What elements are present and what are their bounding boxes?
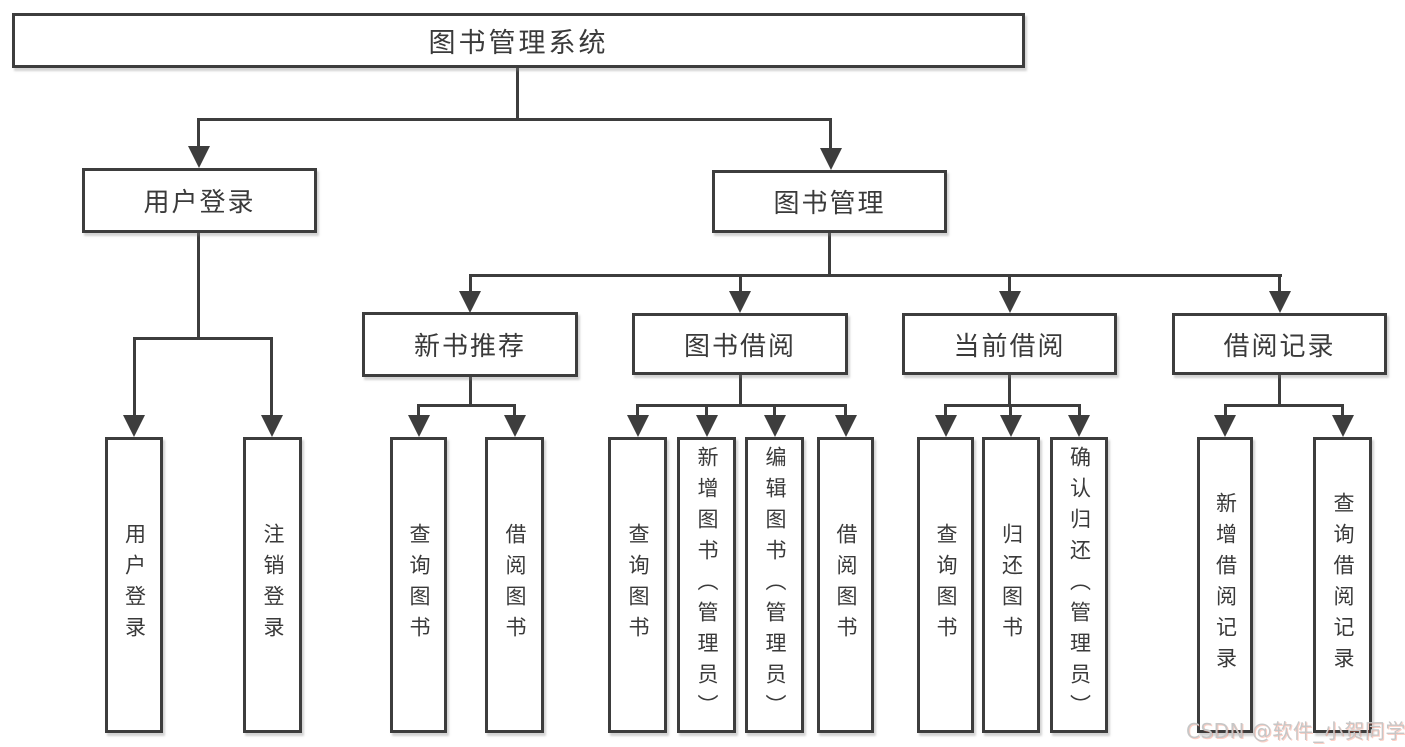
arrow-leaf-return-book-icon	[1000, 415, 1022, 437]
arrow-leaf-query-record-icon	[1332, 415, 1354, 437]
edge-to-leaf-user-login	[133, 337, 136, 419]
node-book-borrow: 图书借阅	[632, 313, 848, 375]
edge-to-leaf-edit-book	[773, 404, 776, 420]
leaf-add-borrow-record-label: 新增借阅记录	[1213, 492, 1238, 678]
leaf-borrow-books-borrow: 借阅图书	[817, 437, 874, 733]
edge-new-rec-vertical	[469, 376, 472, 406]
leaf-logout-label: 注销登录	[261, 523, 285, 647]
edge-to-leaf-return-book	[1009, 404, 1012, 420]
leaf-query-borrow-record: 查询借阅记录	[1313, 437, 1372, 733]
leaf-return-book-label: 归还图书	[999, 523, 1024, 647]
edge-to-leaf-query-current	[944, 404, 947, 420]
leaf-edit-book-admin-label: 编辑图书（管理员）	[763, 445, 787, 725]
arrow-user-login-icon	[188, 146, 210, 168]
edge-to-leaf-add-record	[1224, 404, 1227, 420]
leaf-query-books-current-label: 查询图书	[934, 523, 958, 647]
arrow-leaf-add-book-icon	[696, 415, 718, 437]
edge-current-borrow-vertical	[1008, 375, 1011, 406]
edge-to-leaf-query-newrec	[417, 404, 420, 420]
edge-new-rec-horizontal	[417, 404, 516, 407]
leaf-edit-book-admin: 编辑图书（管理员）	[745, 437, 804, 733]
edge-to-leaf-borrow-newrec	[513, 404, 516, 420]
leaf-query-books-borrow-label: 查询图书	[626, 523, 650, 647]
edge-to-book-borrow	[739, 274, 742, 292]
leaf-confirm-return-admin-label: 确认归还（管理员）	[1067, 445, 1092, 725]
arrow-borrow-records-icon	[1269, 291, 1291, 313]
edge-to-leaf-query-borrow	[636, 404, 639, 420]
node-current-borrow: 当前借阅	[902, 313, 1117, 375]
node-book-mgmt: 图书管理	[712, 170, 947, 233]
edge-root-vertical	[516, 68, 519, 120]
arrow-book-mgmt-icon	[820, 148, 842, 170]
edge-book-mgmt-horizontal	[469, 274, 1282, 277]
edge-user-login-vertical	[197, 233, 200, 340]
arrow-leaf-query-borrow-icon	[627, 415, 649, 437]
arrow-new-rec-icon	[459, 291, 481, 313]
csdn-watermark: CSDN @软件_小贺同学	[1186, 719, 1405, 743]
edge-to-book-mgmt	[829, 118, 832, 152]
leaf-logout: 注销登录	[243, 437, 302, 733]
node-new-rec: 新书推荐	[362, 312, 578, 377]
arrow-leaf-borrow-newrec-icon	[504, 415, 526, 437]
edge-to-borrow-records	[1278, 274, 1281, 292]
edge-to-current-borrow	[1008, 274, 1011, 292]
edge-borrow-records-vertical	[1278, 375, 1281, 406]
node-borrow-records-label: 借阅记录	[1223, 331, 1336, 362]
arrow-leaf-query-current-icon	[935, 415, 957, 437]
edge-to-leaf-add-book	[705, 404, 708, 420]
leaf-add-book-admin-label: 新增图书（管理员）	[695, 445, 719, 725]
leaf-query-books-current: 查询图书	[917, 437, 974, 733]
edge-borrow-records-horizontal	[1224, 404, 1344, 407]
edge-user-login-horizontal	[133, 337, 273, 340]
leaf-add-borrow-record: 新增借阅记录	[1197, 437, 1253, 733]
node-root: 图书管理系统	[12, 13, 1025, 68]
leaf-query-borrow-record-label: 查询借阅记录	[1331, 492, 1355, 678]
arrow-leaf-add-record-icon	[1214, 415, 1236, 437]
node-book-borrow-label: 图书借阅	[683, 331, 796, 362]
edge-book-borrow-horizontal	[636, 404, 847, 407]
node-new-rec-label: 新书推荐	[413, 332, 526, 362]
leaf-query-books-newrec: 查询图书	[390, 437, 447, 733]
edge-to-user-login	[197, 118, 200, 152]
edge-book-mgmt-vertical	[828, 233, 831, 276]
node-root-label: 图书管理系统	[428, 28, 609, 59]
arrow-leaf-confirm-return-icon	[1068, 415, 1090, 437]
node-user-login: 用户登录	[82, 168, 317, 233]
node-current-borrow-label: 当前借阅	[953, 331, 1066, 362]
edge-to-leaf-confirm-return	[1078, 404, 1081, 420]
leaf-add-book-admin: 新增图书（管理员）	[677, 437, 736, 733]
node-user-login-label: 用户登录	[143, 188, 256, 218]
arrow-leaf-logout-icon	[261, 415, 283, 437]
leaf-query-books-borrow: 查询图书	[608, 437, 667, 733]
leaf-user-login: 用户登录	[105, 437, 163, 733]
leaf-user-login-label: 用户登录	[122, 523, 147, 647]
leaf-query-books-newrec-label: 查询图书	[407, 523, 431, 647]
leaf-borrow-books-borrow-label: 借阅图书	[834, 523, 858, 647]
leaf-borrow-books-newrec-label: 借阅图书	[503, 523, 527, 647]
arrow-leaf-query-newrec-icon	[408, 415, 430, 437]
edge-to-leaf-query-record	[1341, 404, 1344, 420]
edge-to-leaf-borrow-borrow	[844, 404, 847, 420]
arrow-leaf-user-login-icon	[123, 415, 145, 437]
edge-current-borrow-horizontal	[944, 404, 1081, 407]
edge-to-new-rec	[469, 274, 472, 292]
arrow-current-borrow-icon	[999, 291, 1021, 313]
node-book-mgmt-label: 图书管理	[773, 189, 886, 219]
leaf-confirm-return-admin: 确认归还（管理员）	[1050, 437, 1108, 733]
leaf-borrow-books-newrec: 借阅图书	[485, 437, 544, 733]
node-borrow-records: 借阅记录	[1172, 313, 1387, 375]
arrow-leaf-edit-book-icon	[764, 415, 786, 437]
leaf-return-book: 归还图书	[982, 437, 1040, 733]
arrow-leaf-borrow-borrow-icon	[835, 415, 857, 437]
edge-to-leaf-logout	[270, 337, 273, 419]
edge-book-borrow-vertical	[739, 375, 742, 406]
edge-root-horizontal	[197, 118, 832, 121]
arrow-book-borrow-icon	[729, 291, 751, 313]
